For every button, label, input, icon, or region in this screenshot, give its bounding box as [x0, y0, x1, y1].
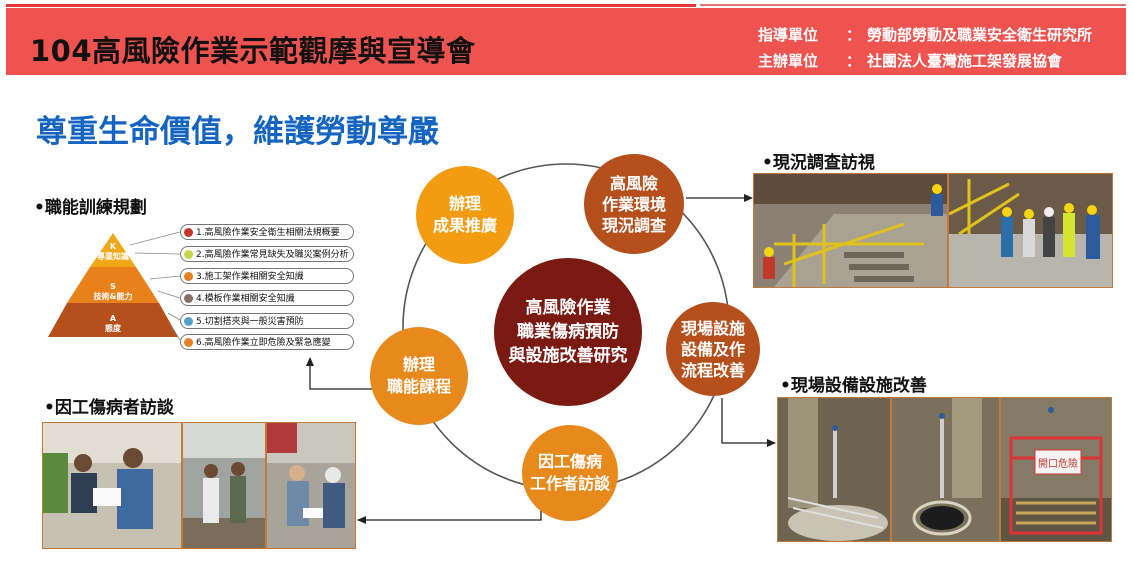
arrow-to-interview-photos: [357, 500, 542, 524]
node-line: 辦理: [448, 194, 481, 213]
node-line: 作業環境: [601, 194, 666, 214]
org-colon: ：: [846, 52, 862, 70]
bullet-dot: [184, 294, 193, 303]
header-top-rule-right: [700, 4, 1126, 6]
training-item-4: 4.模板作業相關安全知識: [180, 290, 354, 306]
node-line: 流程改善: [680, 360, 745, 380]
node-survey: 高風險 作業環境 現況調查: [584, 154, 684, 254]
training-item-text: 1.高風險作業安全衛生相關法規概要: [196, 228, 340, 238]
ksa-pyramid: [48, 231, 181, 341]
training-item-5: 5.切割搭夾與一般災害預防: [180, 313, 354, 329]
improvement-photo-2: [891, 397, 1000, 542]
org-line-organizer: 主辦單位 ： 社團法人臺灣施工架發展協會: [758, 50, 1062, 71]
node-line: 現場設施: [680, 318, 745, 338]
training-item-text: 3.施工架作業相關安全知識: [196, 272, 304, 282]
pyramid-k-label: K 專業知識: [80, 242, 146, 262]
header-top-rule: [6, 4, 696, 7]
label-improvement: •現場設備設施改善: [780, 376, 927, 396]
label-survey: •現況調查訪視: [762, 153, 875, 173]
node-courses: 辦理 職能課程: [370, 327, 468, 425]
org-value: 社團法人臺灣施工架發展協會: [867, 52, 1063, 70]
label-interview: •因工傷病者訪談: [44, 398, 174, 418]
center-line: 高風險作業: [525, 298, 611, 318]
training-item-text: 4.模板作業相關安全知識: [196, 294, 295, 304]
org-label: 指導單位: [758, 26, 819, 44]
training-item-3: 3.施工架作業相關安全知識: [180, 268, 354, 284]
node-interview: 因工傷病 工作者訪談: [522, 425, 618, 521]
danger-sign-text: 開口危險: [1038, 457, 1078, 470]
pyramid-a-code: A: [109, 314, 117, 323]
pyramid-level-a: [48, 303, 178, 337]
node-line: 辦理: [402, 355, 435, 374]
node-improvement: 現場設施 設備及作 流程改善: [666, 302, 760, 396]
node-line: 現況調查: [601, 215, 666, 235]
node-line: 高風險: [609, 173, 658, 193]
label-training: •職能訓練規劃: [34, 198, 147, 218]
training-item-text: 2.高風險作業常見缺失及職災案例分析: [196, 250, 349, 260]
pyramid-level-k: [90, 233, 136, 267]
node-line: 職能課程: [386, 377, 451, 396]
training-item-text: 6.高風險作業立即危險及緊急應變: [196, 338, 331, 348]
pyramid-k-code: K: [109, 242, 117, 251]
training-item-text: 5.切割搭夾與一般災害預防: [196, 317, 304, 327]
center-line: 職業傷病預防: [517, 322, 619, 342]
pyramid-s-label: S 技術&能力: [80, 282, 146, 302]
pyramid-connectors: [129, 231, 181, 341]
node-line: 成果推廣: [432, 216, 497, 235]
node-line: 因工傷病: [537, 452, 602, 471]
pyramid-level-s: [67, 267, 159, 303]
node-line: 工作者訪談: [529, 474, 610, 493]
arrow-to-training-list: [306, 357, 372, 390]
interview-photo-2: [182, 422, 266, 549]
improvement-photo-3: 開口危險: [1000, 397, 1112, 542]
pyramid-s-name: 技術&能力: [93, 292, 133, 301]
interview-photo-3: [266, 422, 356, 549]
org-colon: ：: [846, 26, 862, 44]
interview-photo-1: [42, 422, 182, 549]
improvement-photo-1: [777, 397, 891, 542]
survey-photo-2: [948, 173, 1113, 288]
training-item-6: 6.高風險作業立即危險及緊急應變: [180, 334, 354, 350]
pyramid-a-label: A 態度: [80, 314, 146, 334]
center-line: 與設施改善研究: [508, 346, 628, 366]
training-item-1: 1.高風險作業安全衛生相關法規概要: [180, 224, 354, 240]
survey-photo-1: [753, 173, 948, 288]
header-title: 104高風險作業示範觀摩與宣導會: [30, 34, 476, 68]
node-line: 設備及作: [680, 339, 745, 359]
bullet-dot: [184, 228, 193, 237]
bullet-dot: [184, 272, 193, 281]
arrow-to-improvement-photos: [721, 398, 776, 447]
training-item-2: 2.高風險作業常見缺失及職災案例分析: [180, 246, 354, 262]
org-label: 主辦單位: [758, 52, 819, 70]
pyramid-s-code: S: [110, 282, 116, 291]
org-value: 勞動部勞動及職業安全衛生研究所: [867, 26, 1093, 44]
slogan-subtitle: 尊重生命價值，維護勞動尊嚴: [36, 114, 439, 150]
org-line-supervisor: 指導單位 ： 勞動部勞動及職業安全衛生研究所: [758, 24, 1092, 45]
bullet-dot: [184, 250, 193, 259]
bullet-dot: [184, 317, 193, 326]
node-promotion: 辦理 成果推廣: [416, 166, 514, 264]
bullet-dot: [184, 338, 193, 347]
pyramid-a-name: 態度: [105, 324, 121, 333]
pyramid-k-name: 專業知識: [97, 252, 129, 261]
center-circle: 高風險作業 職業傷病預防 與設施改善研究: [494, 258, 642, 406]
header-banner: [6, 8, 1126, 75]
